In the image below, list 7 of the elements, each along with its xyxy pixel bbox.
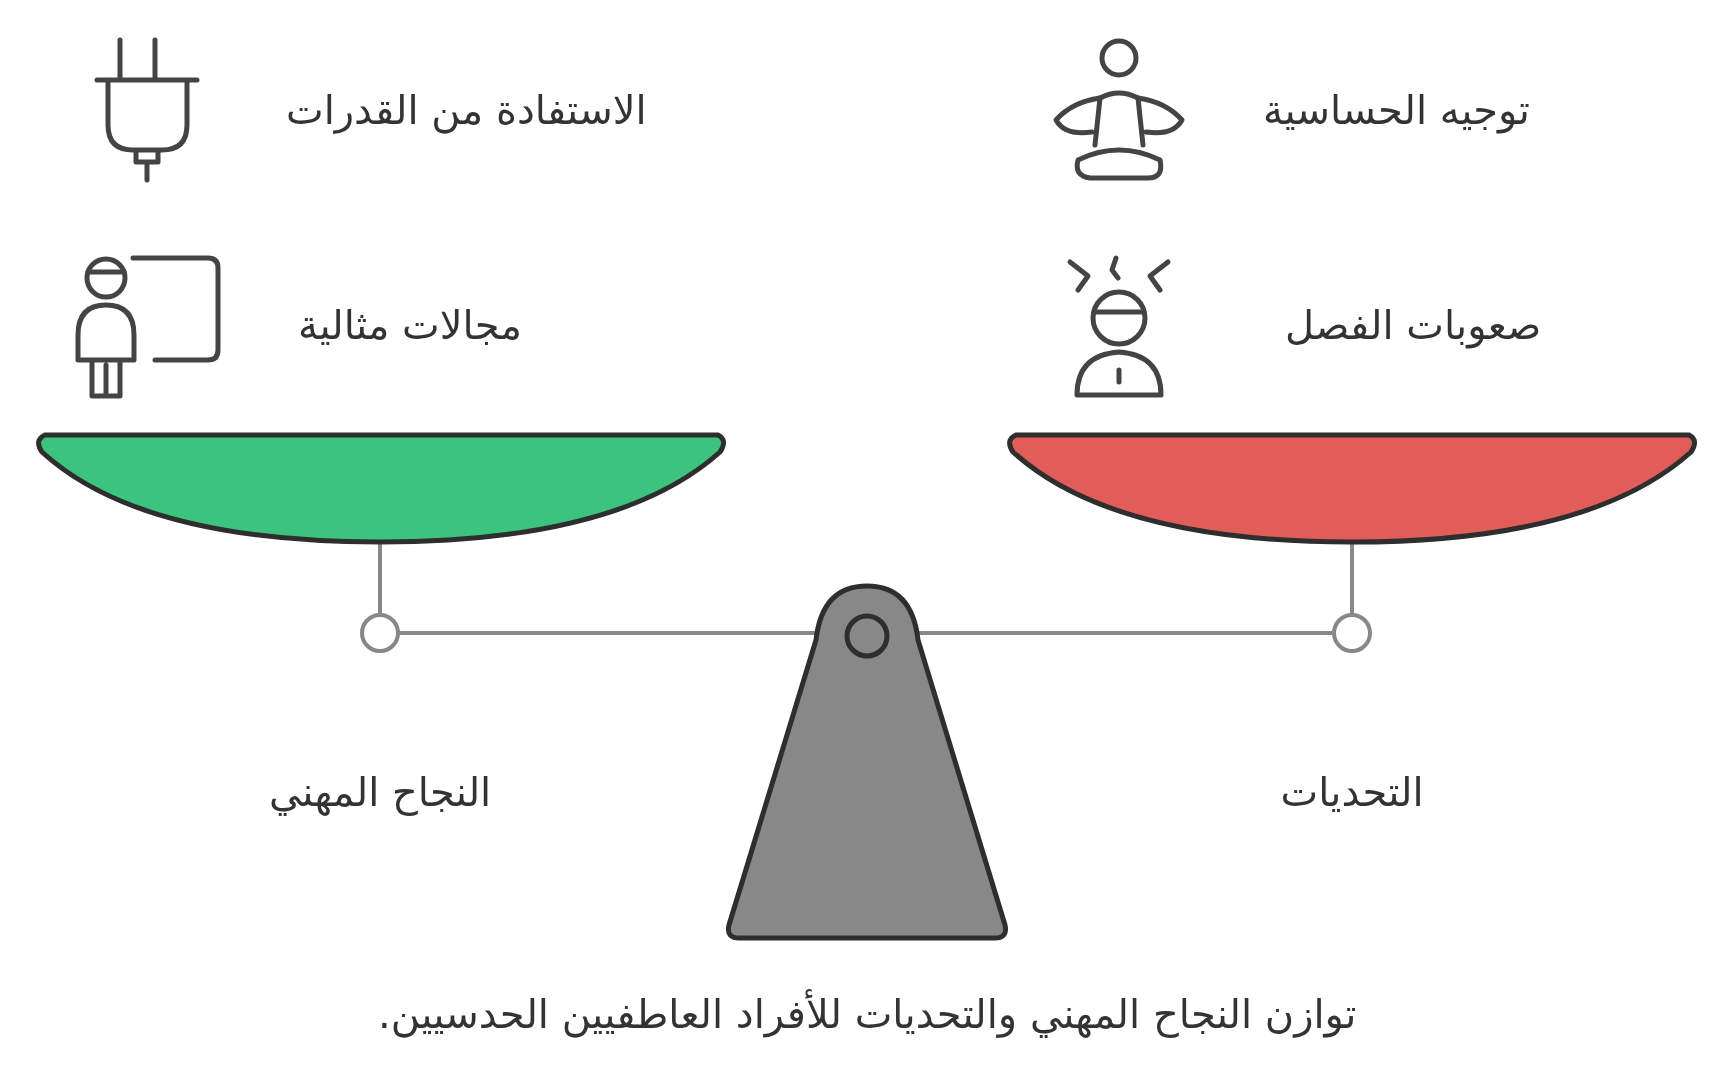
pan-label: النجاح المهني bbox=[269, 768, 492, 816]
caption: توازن النجاح المهني والتحديات للأفراد العاطفيين الحدسيين. bbox=[378, 990, 1357, 1038]
icon-label: صعوبات الفصل bbox=[1285, 301, 1542, 349]
icon-label: مجالات مثالية bbox=[298, 301, 522, 349]
icon-label: الاستفادة من القدرات bbox=[286, 86, 647, 134]
icon-label: توجيه الحساسية bbox=[1263, 86, 1530, 134]
pan-label: التحديات bbox=[1280, 768, 1424, 816]
